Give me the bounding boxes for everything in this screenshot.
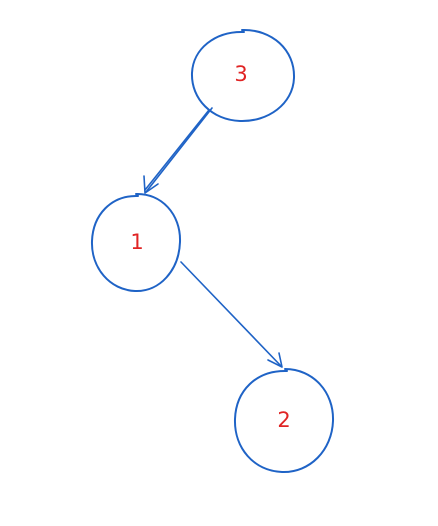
edge-3-to-1 xyxy=(143,107,213,194)
node-ring xyxy=(190,28,296,123)
node-label: 1 xyxy=(130,230,143,254)
node-label: 3 xyxy=(234,62,247,86)
arrowhead-3-to-1 xyxy=(143,175,159,194)
node-ring xyxy=(233,368,335,474)
node-ring xyxy=(90,192,182,293)
tree-node-2: 2 xyxy=(233,368,335,474)
edge-1-to-2 xyxy=(180,261,283,368)
arrowhead-1-to-2 xyxy=(267,352,283,368)
node-label: 2 xyxy=(277,408,290,432)
tree-node-1: 1 xyxy=(90,192,182,293)
tree-node-3: 3 xyxy=(190,28,296,123)
